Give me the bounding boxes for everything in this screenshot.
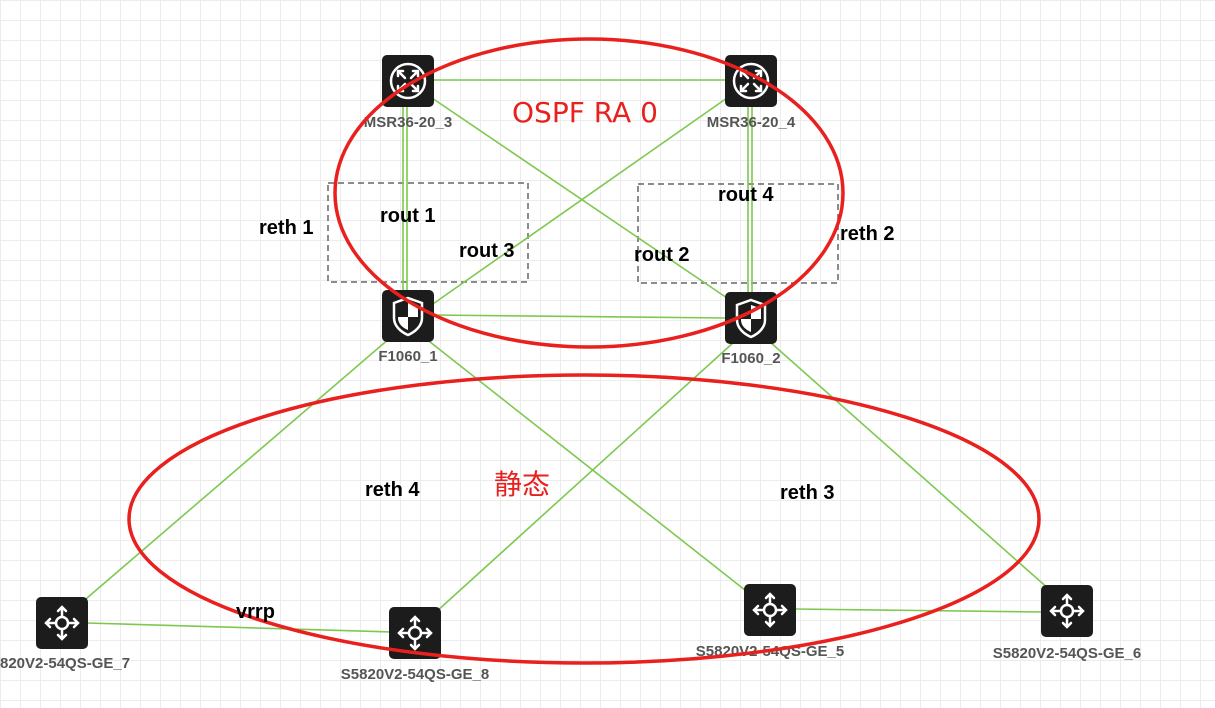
device-msr36-20-3[interactable]: MSR36-20_3 — [364, 55, 452, 131]
device-msr36-20-4[interactable]: MSR36-20_4 — [707, 55, 796, 131]
device-f1060-1[interactable]: F1060_1 — [378, 290, 438, 365]
reth2-label: reth 2 — [840, 223, 894, 245]
router-icon — [725, 55, 777, 107]
device-label: S5820V2-54QS-GE_8 — [341, 666, 489, 683]
device-s5820-6[interactable]: S5820V2-54QS-GE_6 — [993, 585, 1141, 662]
reth3-label: reth 3 — [780, 482, 834, 504]
rout3-label: rout 3 — [459, 240, 515, 262]
vrrp-label: vrrp — [236, 601, 275, 623]
link-msr4-fw1[interactable] — [429, 97, 728, 307]
rout4-label: rout 4 — [718, 184, 774, 206]
switch-icon — [1041, 585, 1093, 637]
device-label: F1060_1 — [378, 348, 437, 365]
device-label: MSR36-20_4 — [707, 114, 796, 131]
switch-icon — [36, 597, 88, 649]
link-fw2-sw6[interactable] — [769, 341, 1051, 591]
device-f1060-2[interactable]: F1060_2 — [721, 292, 781, 367]
link-msr3-fw2[interactable] — [431, 97, 731, 301]
device-s5820-7[interactable]: 820V2-54QS-GE_7 — [0, 597, 130, 672]
link-sw5-sw6[interactable] — [794, 608, 1044, 613]
ospf-zone-label: OSPF RA 0 — [512, 96, 658, 129]
reth1-label: reth 1 — [259, 217, 313, 239]
link-fw1-sw5[interactable] — [424, 337, 751, 595]
device-label: MSR36-20_3 — [364, 114, 452, 131]
static-zone-label: 静态 — [494, 468, 550, 501]
device-s5820-8[interactable]: S5820V2-54QS-GE_8 — [341, 607, 489, 683]
link-fw1-fw2[interactable] — [431, 314, 727, 319]
firewall-shield-icon — [382, 290, 434, 342]
device-label: S5820V2-54QS-GE_6 — [993, 645, 1141, 662]
link-fw1-sw7[interactable] — [79, 337, 391, 605]
link-sw7-sw8[interactable] — [86, 622, 392, 633]
ospf-zone-ellipse — [333, 37, 845, 349]
rout-group-box-right — [637, 183, 839, 284]
rout1-label: rout 1 — [380, 205, 436, 227]
device-label: F1060_2 — [721, 350, 780, 367]
switch-icon — [744, 584, 796, 636]
device-s5820-5[interactable]: S5820V2-54QS-GE_5 — [696, 584, 844, 660]
reth4-label: reth 4 — [365, 479, 420, 501]
device-label: 820V2-54QS-GE_7 — [0, 655, 130, 672]
rout-group-box-left — [327, 182, 529, 283]
link-fw2-sw8[interactable] — [435, 341, 735, 613]
rout2-label: rout 2 — [634, 244, 690, 266]
links — [79, 79, 1051, 633]
static-zone-ellipse — [127, 373, 1041, 665]
